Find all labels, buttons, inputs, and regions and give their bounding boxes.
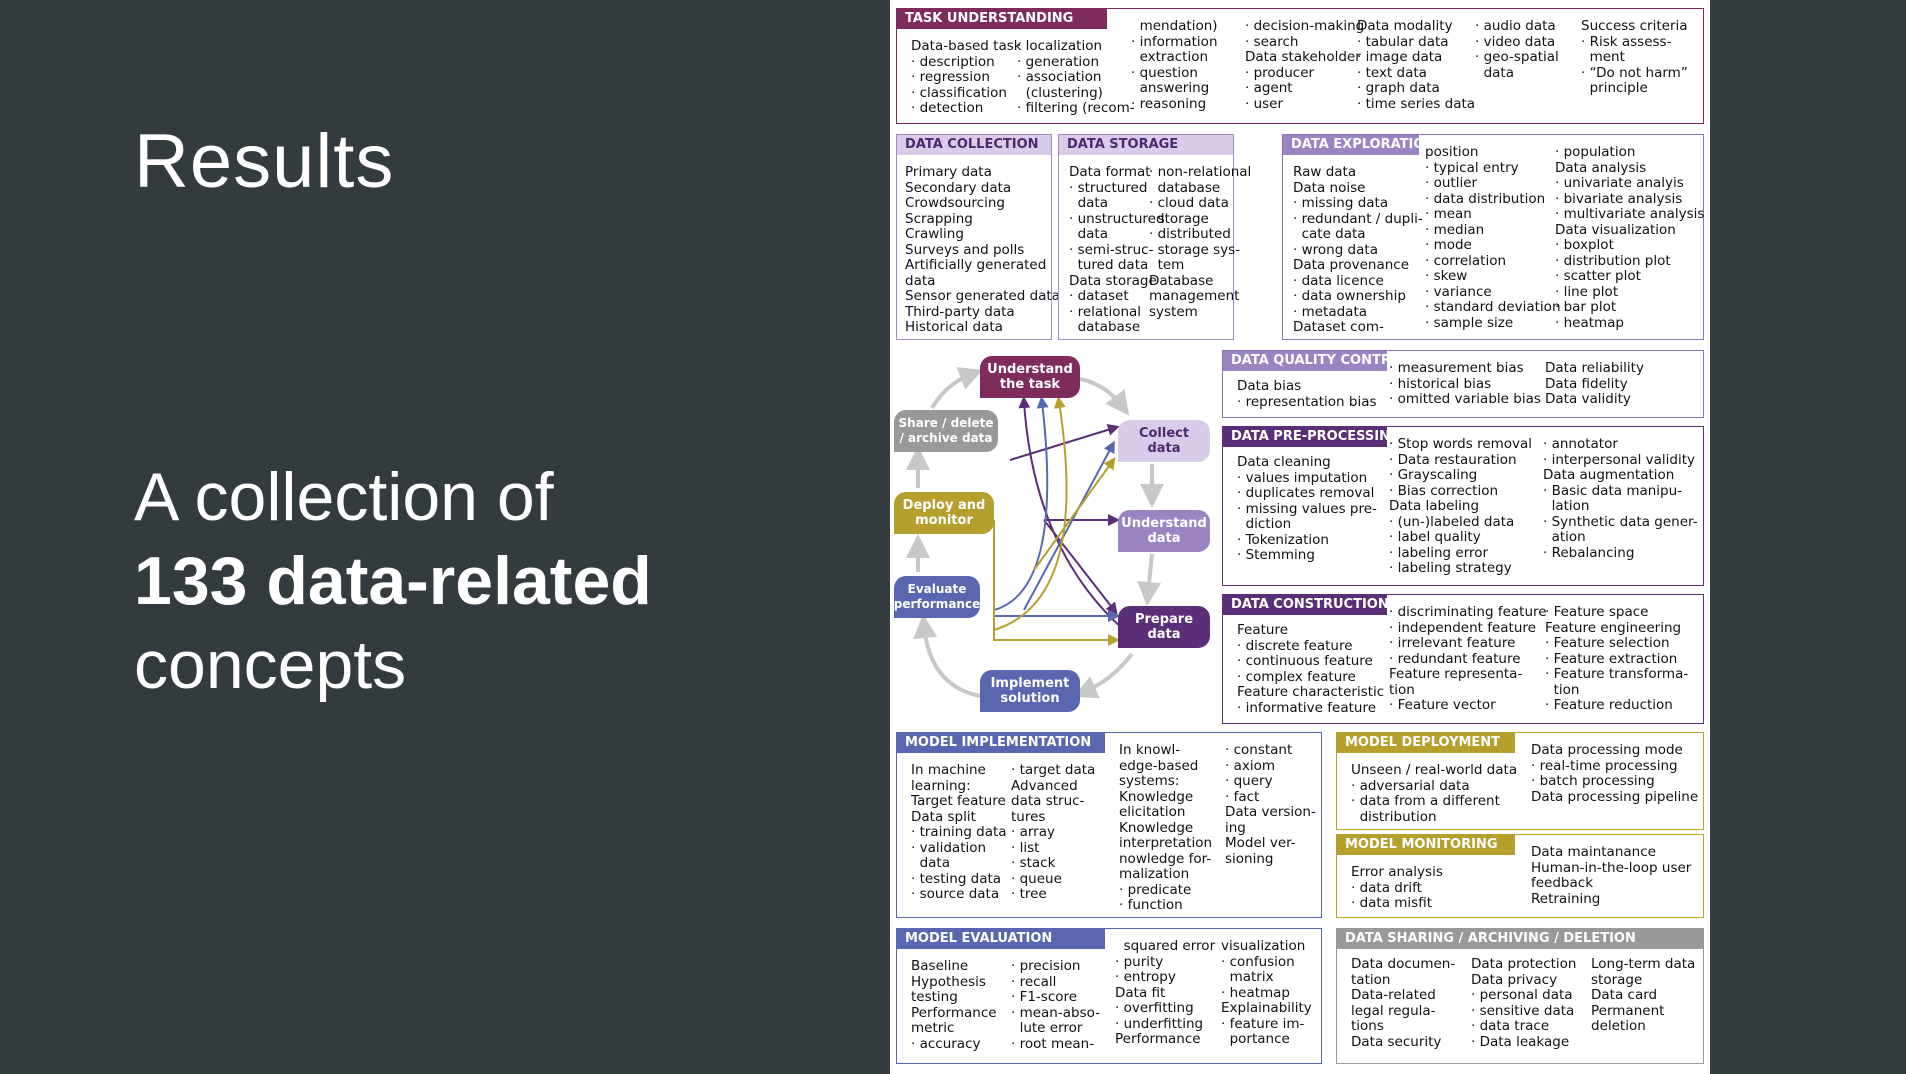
- modmon-col1: Error analysis · data drift · data misfi…: [1351, 864, 1443, 911]
- storage-col1: Data format · structured data · unstruct…: [1069, 164, 1165, 335]
- section-header: MODEL EVALUATION: [897, 929, 1105, 949]
- data-collection-section: DATA COLLECTION Primary data Secondary d…: [896, 134, 1060, 340]
- moddeploy-col2: Data processing mode · real-time process…: [1531, 742, 1699, 805]
- modimpl-col4: · constant · axiom · query · fact Data v…: [1225, 742, 1316, 867]
- flow-node-understand-data: Understand data: [1118, 510, 1210, 552]
- process-flow-diagram: Understand the task Collect data Underst…: [894, 350, 1224, 724]
- storage-col2: · non-relational database · cloud data s…: [1149, 164, 1252, 320]
- modeval-col4: visualization · confusion matrix · heatm…: [1221, 938, 1312, 1047]
- slide-title: Results: [134, 119, 395, 204]
- slide-subtitle: A collection of 133 data-related concept…: [134, 455, 652, 707]
- data-exploration-section: DATA EXPLORATION Raw data Data noise · m…: [1282, 134, 1704, 340]
- preproc-col3: · annotator · interpersonal validity Dat…: [1543, 436, 1698, 561]
- subtitle-line3: concepts: [134, 627, 407, 703]
- concept-sheet: TASK UNDERSTANDING Data-based task · des…: [890, 0, 1710, 1074]
- subtitle-bold: 133 data-related: [134, 543, 652, 619]
- section-header: MODEL MONITORING: [1337, 835, 1515, 855]
- section-header: MODEL DEPLOYMENT: [1337, 733, 1515, 753]
- section-header: DATA EXPLORATION: [1283, 135, 1435, 155]
- modeval-col3: squared error · purity · entropy Data fi…: [1115, 938, 1216, 1047]
- modimpl-col3: In knowl- edge-based systems: Knowledge …: [1119, 742, 1213, 913]
- task-understanding-section: TASK UNDERSTANDING Data-based task · des…: [896, 8, 1704, 124]
- section-header: DATA CONSTRUCTION: [1223, 595, 1389, 615]
- data-sharing-section: DATA SHARING / ARCHIVING / DELETION Data…: [1336, 928, 1704, 1064]
- exploration-col3: · population Data analysis · univariate …: [1555, 144, 1705, 331]
- flow-node-deploy-monitor: Deploy and monitor: [894, 492, 994, 534]
- task-col3: mendation) · information extraction · qu…: [1131, 18, 1218, 112]
- dqc-col3: Data reliability Data fidelity Data vali…: [1545, 360, 1644, 407]
- modimpl-col1: In machine learning: Target feature Data…: [911, 762, 1007, 902]
- flow-node-share-archive: Share / delete / archive data: [894, 410, 998, 452]
- section-header: DATA COLLECTION: [897, 135, 1051, 155]
- section-header: TASK UNDERSTANDING: [897, 9, 1107, 29]
- model-deployment-section: MODEL DEPLOYMENT Unseen / real-world dat…: [1336, 732, 1704, 830]
- flow-node-evaluate-performance: Evaluate performance: [894, 576, 980, 618]
- sharing-col3: Long-term data storage Data card Permane…: [1591, 956, 1696, 1034]
- construction-col2: · discriminating feature · independent f…: [1389, 604, 1547, 713]
- exploration-col2: position · typical entry · outlier · dat…: [1425, 144, 1561, 331]
- section-header: DATA QUALITY CONTROL: [1223, 351, 1410, 371]
- section-header: DATA PRE-PROCESSING: [1223, 427, 1401, 447]
- modimpl-col2: · target data Advanced data struc- tures…: [1011, 762, 1096, 902]
- exploration-col1: Raw data Data noise · missing data · red…: [1293, 164, 1423, 335]
- section-header: DATA SHARING / ARCHIVING / DELETION: [1337, 929, 1703, 949]
- preproc-col2: · Stop words removal · Data restauration…: [1389, 436, 1533, 576]
- flow-node-collect-data: Collect data: [1118, 420, 1210, 462]
- construction-col1: Feature · discrete feature · continuous …: [1237, 622, 1385, 716]
- dqc-col2: · measurement bias · historical bias · o…: [1389, 360, 1541, 407]
- modeval-col1: Baseline Hypothesis testing Performance …: [911, 958, 997, 1052]
- model-evaluation-section: MODEL EVALUATION Baseline Hypothesis tes…: [896, 928, 1322, 1064]
- task-col2: · localization · generation · associatio…: [1017, 38, 1135, 116]
- section-header: DATA STORAGE: [1059, 135, 1233, 155]
- data-preprocessing-section: DATA PRE-PROCESSING Data cleaning · valu…: [1222, 426, 1704, 586]
- task-col6: · audio data · video data · geo-spatial …: [1475, 18, 1559, 81]
- moddeploy-col1: Unseen / real-world data · adversarial d…: [1351, 762, 1518, 825]
- data-quality-control-section: DATA QUALITY CONTROL Data bias · represe…: [1222, 350, 1704, 418]
- sharing-col2: Data protection Data privacy · personal …: [1471, 956, 1577, 1050]
- flow-node-understand-task: Understand the task: [980, 356, 1080, 398]
- model-implementation-section: MODEL IMPLEMENTATION In machine learning…: [896, 732, 1322, 918]
- flow-arrows: [906, 367, 1164, 699]
- flow-node-implement-solution: Implement solution: [980, 670, 1080, 712]
- task-col4: · decision-making · search Data stakehol…: [1245, 18, 1365, 112]
- subtitle-line1: A collection of: [134, 459, 554, 535]
- task-col7: Success criteria · Risk assess- ment · “…: [1581, 18, 1688, 96]
- section-header: MODEL IMPLEMENTATION: [897, 733, 1105, 753]
- collection-col1: Primary data Secondary data Crowdsourcin…: [905, 164, 1060, 335]
- data-storage-section: DATA STORAGE Data format · structured da…: [1058, 134, 1251, 340]
- preproc-col1: Data cleaning · values imputation · dupl…: [1237, 454, 1377, 563]
- flow-node-prepare-data: Prepare data: [1118, 606, 1210, 648]
- task-col1: Data-based task · description · regressi…: [911, 38, 1022, 116]
- data-construction-section: DATA CONSTRUCTION Feature · discrete fea…: [1222, 594, 1704, 724]
- sharing-col1: Data documen- tation Data-related legal …: [1351, 956, 1456, 1050]
- modeval-col2: · precision · recall · F1-score · mean-a…: [1011, 958, 1100, 1052]
- modmon-col2: Data maintanance Human-in-the-loop user …: [1531, 844, 1692, 907]
- model-monitoring-section: MODEL MONITORING Error analysis · data d…: [1336, 834, 1704, 918]
- construction-col3: · Feature space Feature engineering · Fe…: [1545, 604, 1689, 713]
- dqc-col1: Data bias · representation bias: [1237, 378, 1377, 410]
- task-col5: Data modality · tabular data · image dat…: [1357, 18, 1476, 112]
